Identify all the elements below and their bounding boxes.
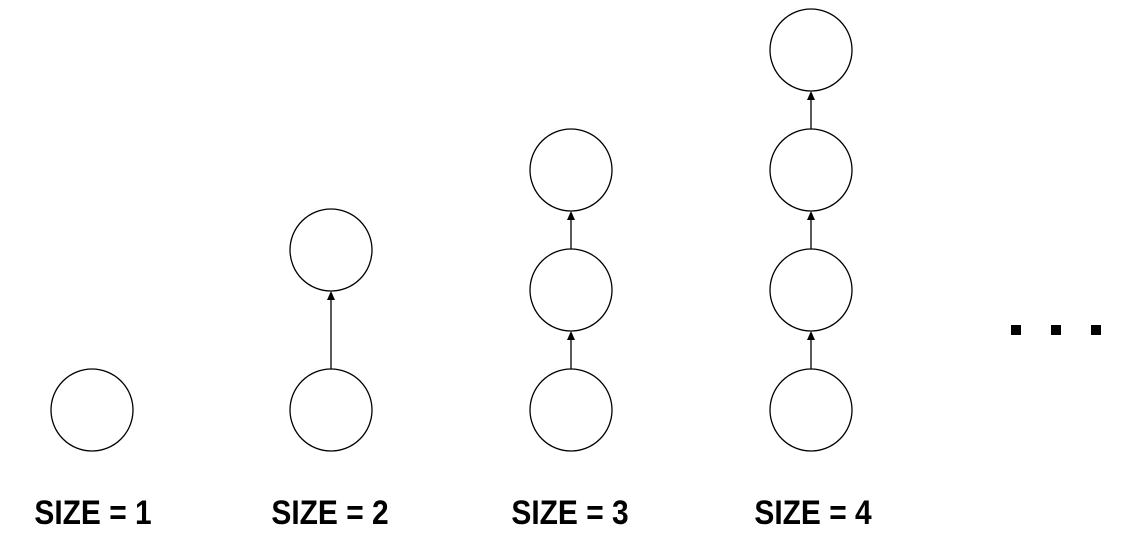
node-circle xyxy=(289,208,373,292)
node-circle xyxy=(529,248,613,332)
ellipsis-dot-icon xyxy=(1011,325,1021,335)
size-label: SIZE = 2 xyxy=(271,494,389,532)
node-circle xyxy=(289,368,373,452)
node-circle xyxy=(769,248,853,332)
size-label: SIZE = 3 xyxy=(511,494,629,532)
node-circle xyxy=(529,368,613,452)
size-label: SIZE = 4 xyxy=(754,494,872,532)
node-circle xyxy=(769,128,853,212)
arrowhead-icon xyxy=(807,91,815,100)
node-circle xyxy=(50,368,134,452)
ellipsis-dot-icon xyxy=(1091,325,1101,335)
node-circle xyxy=(769,368,853,452)
arrowhead-icon xyxy=(567,211,575,220)
node-circle xyxy=(529,128,613,212)
node-circle xyxy=(769,8,853,92)
arrowhead-icon xyxy=(567,331,575,340)
arrowhead-icon xyxy=(807,211,815,220)
size-label: SIZE = 1 xyxy=(34,494,152,532)
arrowhead-icon xyxy=(807,331,815,340)
arrowhead-icon xyxy=(327,291,335,300)
ellipsis-dot-icon xyxy=(1051,325,1061,335)
